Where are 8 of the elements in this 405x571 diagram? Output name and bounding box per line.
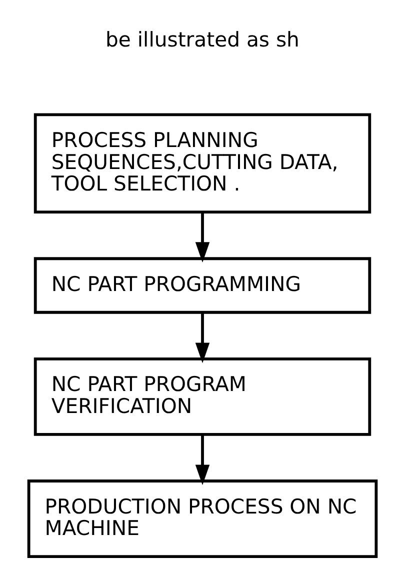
node-box: NC PART PROGRAMMING <box>34 257 372 314</box>
node-box: PRODUCTION PROCESS ON NC MACHINE <box>27 480 378 558</box>
arrow <box>195 312 210 364</box>
node-box: PROCESS PLANNING SEQUENCES,CUTTING DATA, TOOL SELECTION . <box>34 113 372 214</box>
arrow <box>195 212 210 263</box>
node-box: NC PART PROGRAM VERIFICATION <box>34 357 372 436</box>
arrow <box>195 434 210 486</box>
label: be illustrated as sh <box>106 28 300 52</box>
